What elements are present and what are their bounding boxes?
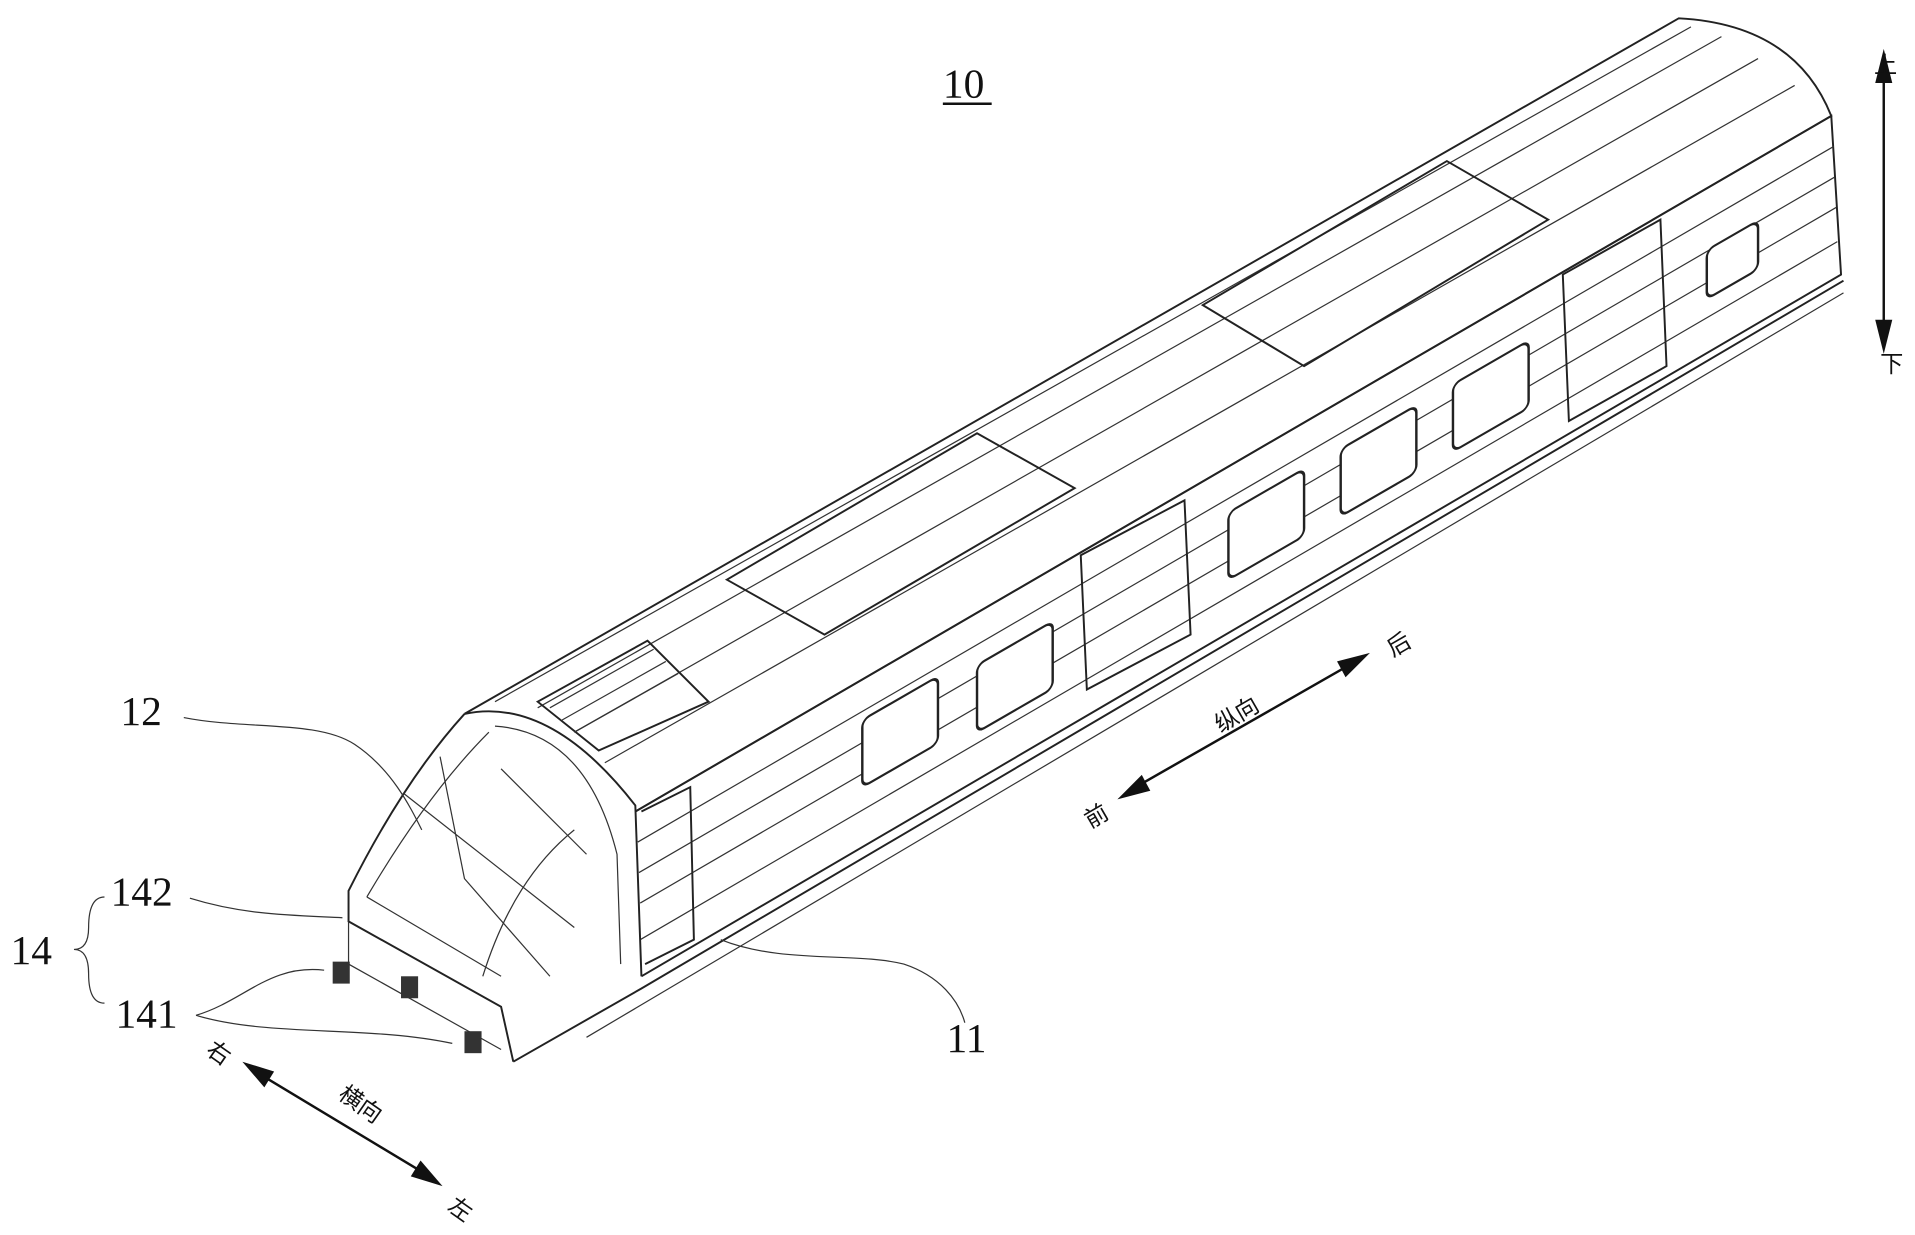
rear-label: 后 xyxy=(1382,627,1416,662)
longitudinal-label: 纵向 xyxy=(1210,692,1264,739)
lateral-direction-indicator: 右 左 横向 xyxy=(201,1036,477,1228)
door-frame xyxy=(1081,500,1191,689)
label-11: 11 xyxy=(947,1015,987,1061)
coupler-parts-141 xyxy=(333,962,482,1054)
right-label: 右 xyxy=(201,1036,235,1071)
arrow-front-icon xyxy=(1117,775,1150,799)
label-141: 141 xyxy=(115,991,177,1037)
vertical-direction-indicator: 上 下 xyxy=(1874,49,1903,378)
left-label: 左 xyxy=(443,1192,477,1227)
side-windows xyxy=(862,221,1758,788)
arrow-left-icon xyxy=(411,1161,443,1187)
label-12: 12 xyxy=(120,688,161,734)
up-label: 上 xyxy=(1874,52,1897,79)
label-14: 14 xyxy=(11,927,53,973)
longitudinal-direction-indicator: 前 后 纵向 xyxy=(1080,627,1416,833)
down-label: 下 xyxy=(1880,351,1903,378)
car-body xyxy=(333,18,1844,1061)
figure-number-label: 10 xyxy=(943,61,984,107)
door-frame xyxy=(1563,220,1667,421)
label-142: 142 xyxy=(111,869,173,915)
arrow-right-icon xyxy=(242,1062,274,1088)
arrow-down-icon xyxy=(1875,320,1892,354)
front-label: 前 xyxy=(1080,799,1114,834)
arrow-rear-icon xyxy=(1337,653,1370,677)
lateral-label: 横向 xyxy=(334,1080,387,1129)
